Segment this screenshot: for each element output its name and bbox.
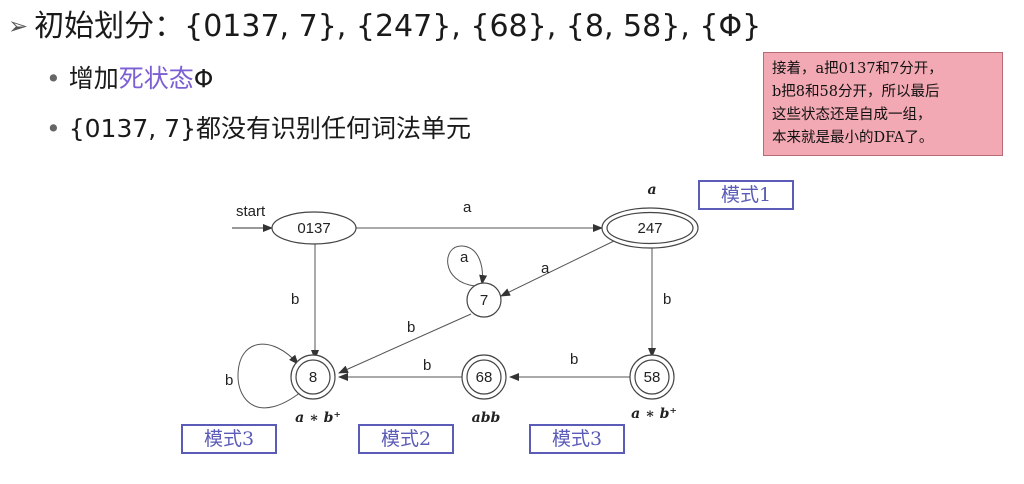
slide-title: ➢初始划分：{0137, 7}, {247}, {68}, {8, 58}, {… bbox=[8, 6, 761, 47]
arrow-bullet-icon: ➢ bbox=[8, 12, 29, 40]
slide-title-text: 初始划分：{0137, 7}, {247}, {68}, {8, 58}, {Φ… bbox=[34, 9, 762, 44]
state-247-label: 247 bbox=[637, 220, 662, 237]
edge-label-7-loop: a bbox=[460, 249, 469, 266]
edge-label-58-68: b bbox=[570, 351, 578, 368]
annotation-note: 接着，a把0137和7分开， b把8和58分开，所以最后 这些状态还是自成一组，… bbox=[763, 52, 1003, 156]
tag-pattern-3-right: 模式3 bbox=[529, 424, 625, 454]
state-68: 68 bbox=[461, 354, 507, 400]
state-68-label: 68 bbox=[476, 369, 493, 386]
bullet-dot-icon: • bbox=[46, 64, 61, 93]
state-0137-label: 0137 bbox=[297, 220, 330, 237]
tag-pattern-3-left: 模式3 bbox=[181, 424, 277, 454]
edge-247-7 bbox=[500, 239, 617, 297]
pattern-8: a ∗ b⁺ bbox=[295, 410, 341, 426]
state-58-label: 58 bbox=[644, 369, 661, 386]
edge-label-0137-247: a bbox=[463, 199, 472, 216]
state-8-label: 8 bbox=[309, 369, 317, 386]
bullet-no-token: •{0137, 7}都没有识别任何词法单元 bbox=[46, 112, 471, 146]
bullet-1-suffix: Φ bbox=[193, 64, 214, 93]
state-7-label: 7 bbox=[480, 292, 488, 309]
bullet-1-prefix: 增加 bbox=[68, 64, 119, 93]
state-247: 247 bbox=[601, 207, 699, 249]
edge-label-0137-8: b bbox=[291, 291, 299, 308]
edge-label-7-8: b bbox=[407, 319, 415, 336]
bullet-dead-state: •增加死状态Φ bbox=[46, 62, 213, 96]
pattern-58: a ∗ b⁺ bbox=[631, 406, 677, 422]
bullet-dot-icon: • bbox=[46, 114, 61, 143]
pattern-247: a bbox=[647, 182, 656, 198]
edge-label-247-7: a bbox=[541, 260, 550, 277]
edge-label-247-58: b bbox=[663, 291, 671, 308]
state-0137: 0137 bbox=[271, 211, 357, 245]
edge-label-8-loop: b bbox=[225, 372, 233, 389]
note-line: 本来就是最小的DFA了。 bbox=[772, 130, 934, 146]
state-58: 58 bbox=[629, 354, 675, 400]
tag-pattern-2: 模式2 bbox=[358, 424, 454, 454]
note-line: b把8和58分开，所以最后 bbox=[772, 84, 940, 100]
note-line: 这些状态还是自成一组， bbox=[772, 107, 932, 123]
state-7: 7 bbox=[466, 282, 502, 318]
edge-7-8 bbox=[338, 313, 472, 374]
edge-7-loop bbox=[447, 245, 488, 287]
bullet-1-highlight: 死状态 bbox=[118, 64, 194, 93]
bullet-2-text: {0137, 7}都没有识别任何词法单元 bbox=[68, 114, 471, 143]
start-label: start bbox=[236, 203, 266, 220]
pattern-68: abb bbox=[472, 410, 501, 426]
state-8: 8 bbox=[290, 354, 336, 400]
tag-pattern-1: 模式1 bbox=[698, 180, 794, 210]
edge-label-68-8: b bbox=[423, 357, 431, 374]
note-line: 接着，a把0137和7分开， bbox=[772, 61, 943, 77]
edge-8-loop bbox=[237, 343, 302, 409]
